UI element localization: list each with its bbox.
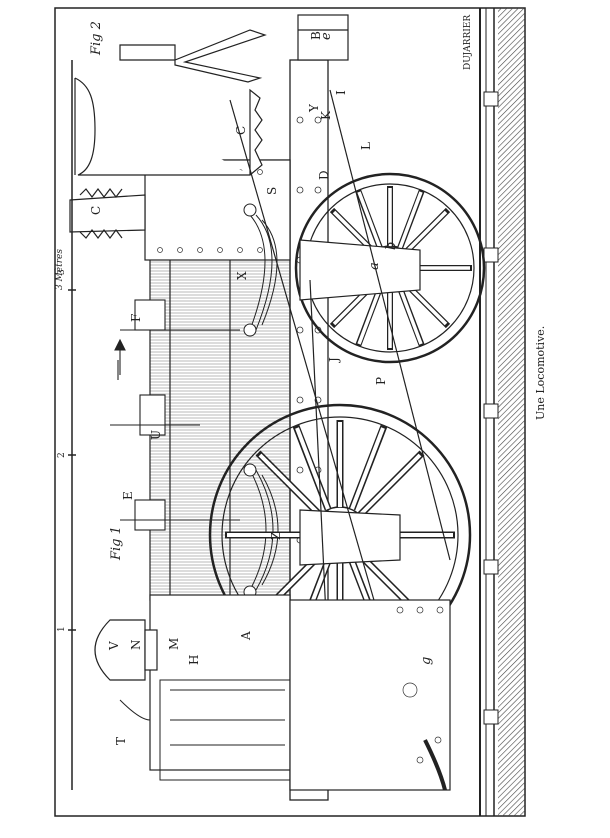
label-chimney: C: [89, 206, 103, 215]
scale-tick-3: 3: [57, 269, 67, 275]
label-dome: V: [107, 641, 121, 651]
label-cock: N: [129, 640, 143, 651]
label-manhole: M: [167, 638, 181, 650]
chimney: [69, 188, 146, 239]
label-ashpan: a: [367, 262, 382, 270]
caption: Une Locomotive.: [534, 325, 547, 420]
smokebox: [144, 159, 291, 261]
valve-gear: [110, 299, 240, 531]
fig-detail-title: Fig 2: [89, 21, 104, 56]
label-eccentric: D: [317, 170, 331, 180]
label-link: L: [359, 142, 373, 150]
label-safety-valve: F: [129, 314, 143, 322]
label-axle: b: [384, 242, 399, 250]
label-lamp: e: [319, 32, 334, 40]
label-spring: Z: [269, 532, 283, 540]
label-grate: g: [419, 657, 434, 665]
label-pump: J: [327, 357, 341, 364]
scale-tick-2: 2: [57, 452, 67, 458]
scale-tick-1: 1: [57, 626, 67, 632]
label-gauge: H: [187, 655, 201, 665]
axle-guides: [299, 239, 421, 566]
direction-arrow: [114, 338, 126, 375]
label-chimney-detail: C: [234, 126, 248, 135]
label-hand-lever: P: [374, 377, 388, 385]
label-rod: I: [334, 90, 348, 95]
label-whistle: T: [114, 737, 128, 745]
fig-main-title: Fig 1: [109, 526, 124, 561]
label-axle-box: Y: [307, 103, 321, 113]
label-buffer: B: [309, 31, 323, 40]
engraver-signature: DUJARRIER: [463, 15, 473, 70]
firebox: [149, 594, 451, 791]
label-tender-coupling: K: [319, 110, 333, 120]
cab-controls: [119, 679, 447, 791]
label-smokebox: S: [265, 187, 279, 195]
track: [479, 8, 525, 816]
label-crosshead: X: [235, 271, 249, 280]
scale-unit-label: 3 Mètres: [54, 249, 65, 290]
front-buffer: [297, 14, 349, 61]
dome: [94, 619, 158, 681]
label-regulator: E: [121, 491, 135, 500]
label-valve-rod: U: [149, 430, 163, 440]
label-firebox: A: [239, 631, 253, 641]
scale-bar: [68, 60, 76, 790]
chimney-detail: [74, 29, 267, 176]
